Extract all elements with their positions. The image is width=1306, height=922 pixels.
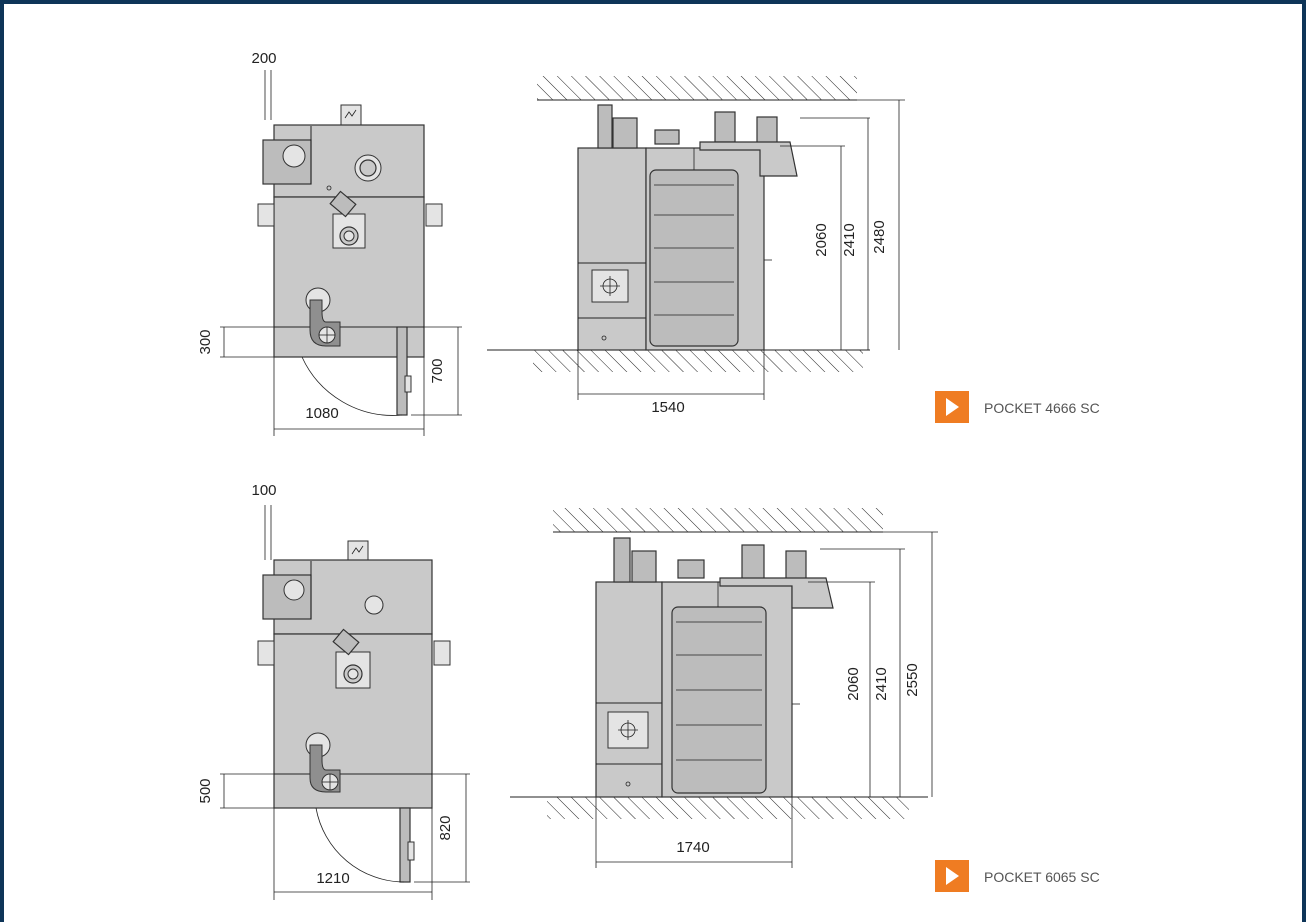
- dim-front-width-2: 1210: [316, 870, 349, 887]
- dim-base-depth-2: 500: [197, 778, 214, 803]
- drawing-sheet: 200 300: [4, 4, 1302, 922]
- model-label-1: POCKET 4666 SC: [935, 391, 1100, 423]
- plan-view-model-2: 100 500 820 1210: [197, 482, 470, 900]
- model-label-2: POCKET 6065 SC: [935, 860, 1100, 892]
- dim-base-depth-1: 300: [197, 329, 214, 354]
- dim-side-clearance-1: 200: [251, 50, 276, 67]
- elevation-view-model-2: 1740 2060 2410 2550: [510, 508, 938, 868]
- model-name-2: POCKET 6065 SC: [984, 869, 1100, 885]
- model-name-1: POCKET 4666 SC: [984, 400, 1100, 416]
- dim-footprint-width-1: 1540: [651, 399, 684, 416]
- dim-side-clearance-2: 100: [251, 482, 276, 499]
- plan-view-model-1: 200 300: [197, 50, 462, 436]
- dim-door-swing-1: 700: [429, 358, 446, 383]
- technical-drawing: 200 300: [197, 50, 1100, 900]
- dim-door-swing-2: 820: [437, 815, 454, 840]
- dim-footprint-width-2: 1740: [676, 839, 709, 856]
- dim-height-rack-1: 2060: [813, 223, 830, 256]
- side-cabinet-2: [595, 581, 663, 798]
- dim-height-total-2: 2550: [904, 663, 921, 696]
- dim-front-width-1: 1080: [305, 405, 338, 422]
- dim-height-top-2: 2410: [873, 667, 890, 700]
- elevation-view-model-1: 1540 2060 2410 2480: [487, 76, 905, 416]
- side-cabinet-1: [577, 147, 647, 351]
- dim-height-total-1: 2480: [871, 220, 888, 253]
- dim-height-top-1: 2410: [841, 223, 858, 256]
- dim-height-rack-2: 2060: [845, 667, 862, 700]
